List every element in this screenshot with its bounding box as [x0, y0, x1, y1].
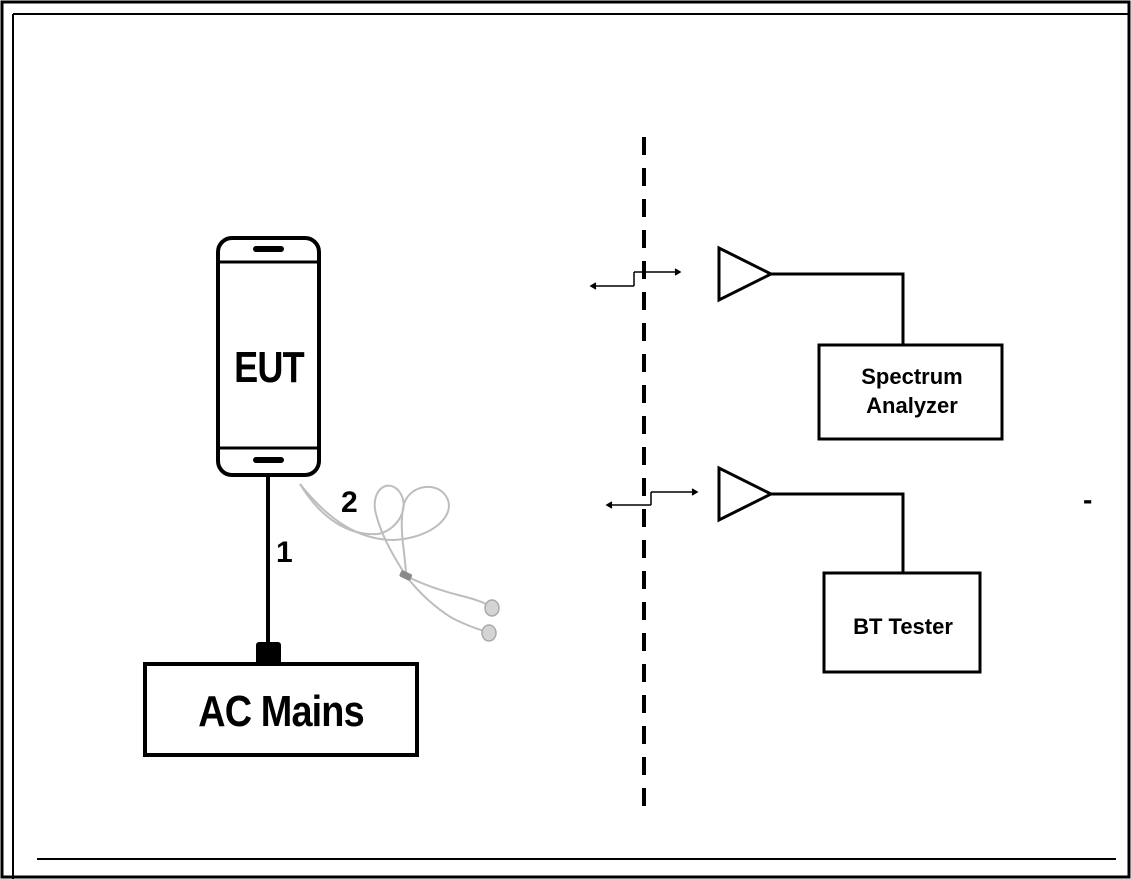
antenna-triangle-icon	[717, 465, 775, 523]
cable-2-label: 2	[341, 486, 358, 519]
eut-phone-icon	[216, 236, 321, 477]
earphone-splitter	[399, 570, 413, 581]
signal-link-lower	[605, 488, 699, 509]
bt-tester-box	[822, 571, 982, 674]
power-plug-icon	[256, 642, 281, 666]
ac-mains-label: AC Mains	[198, 687, 364, 736]
spectrum-analyzer-label-line2: Analyzer	[866, 393, 958, 418]
antenna-triangle-icon	[717, 245, 775, 303]
spectrum-analyzer-label: Spectrum Analyzer	[822, 362, 1002, 420]
signal-link-upper	[589, 268, 682, 290]
ac-mains-box	[143, 662, 419, 757]
spectrum-analyzer-box	[817, 343, 1004, 441]
cable-1-label: 1	[276, 536, 293, 569]
antenna-cable-upper	[771, 272, 905, 345]
earphone-icon	[299, 483, 493, 633]
earbud-icon	[481, 624, 497, 642]
spectrum-analyzer-label-line1: Spectrum	[861, 364, 963, 389]
bt-tester-label: BT Tester	[853, 614, 953, 639]
antenna-cable-lower	[771, 492, 905, 573]
stray-mark: -	[1083, 484, 1093, 515]
earbud-icon	[484, 599, 500, 617]
eut-label: EUT	[234, 343, 305, 392]
